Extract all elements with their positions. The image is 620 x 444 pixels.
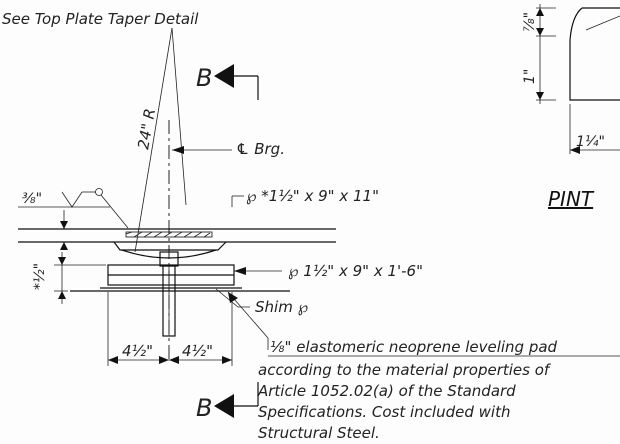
radius-line bbox=[134, 27, 173, 253]
neoprene-note-line-1: ⅛" elastomeric neoprene leveling pad bbox=[270, 338, 558, 356]
section-arrow-top-icon bbox=[214, 64, 234, 88]
left-thickness-label: ⅜" bbox=[22, 191, 42, 207]
pintle-detail-title: PINT bbox=[548, 187, 595, 211]
radius-line-2 bbox=[171, 27, 187, 206]
neoprene-note-line-5: Structural Steel. bbox=[258, 424, 380, 442]
taper-detail-note: See Top Plate Taper Detail bbox=[2, 10, 199, 28]
detail-width: 1¼" bbox=[576, 134, 605, 150]
detail-height-top: ⅞" bbox=[522, 12, 538, 32]
top-plate-taper-detail: ⅞" 1" 1¼" PINT bbox=[522, 4, 620, 211]
section-arrow-bottom-icon bbox=[214, 394, 234, 418]
rocker-curve bbox=[121, 249, 217, 259]
neoprene-note: ⅛" elastomeric neoprene leveling pad acc… bbox=[257, 338, 620, 442]
weld-symbol-icon bbox=[61, 191, 83, 208]
dim-right-label: 4½" bbox=[182, 342, 213, 360]
tapered-plate-outline bbox=[569, 7, 620, 101]
detail-height-total: 1" bbox=[522, 69, 538, 84]
bottom-plate-label: ℘ 1½" x 9" x 1'-6" bbox=[288, 262, 423, 280]
neoprene-note-line-2: according to the material properties of bbox=[258, 361, 552, 379]
radius-label: 24" R bbox=[134, 107, 159, 151]
field-weld-icon bbox=[95, 188, 103, 196]
leader-arrow-icon bbox=[172, 146, 184, 154]
top-plate-hatch bbox=[125, 231, 213, 238]
neoprene-note-line-3: Article 1052.02(a) of the Standard bbox=[257, 382, 516, 400]
section-label-top: B bbox=[196, 64, 212, 92]
neoprene-note-line-4: Specifications. Cost included with bbox=[258, 403, 510, 421]
left-height-label: *½" bbox=[32, 263, 48, 290]
section-label-bottom: B bbox=[196, 394, 212, 422]
top-plate-label: ℘ *1½" x 9" x 11" bbox=[246, 187, 379, 205]
rocker-plate bbox=[113, 241, 227, 251]
centerline-bearing-label: ℄ Brg. bbox=[236, 140, 285, 158]
dim-left-label: 4½" bbox=[122, 342, 153, 360]
shim-plate-label: Shim ℘ bbox=[255, 298, 308, 316]
